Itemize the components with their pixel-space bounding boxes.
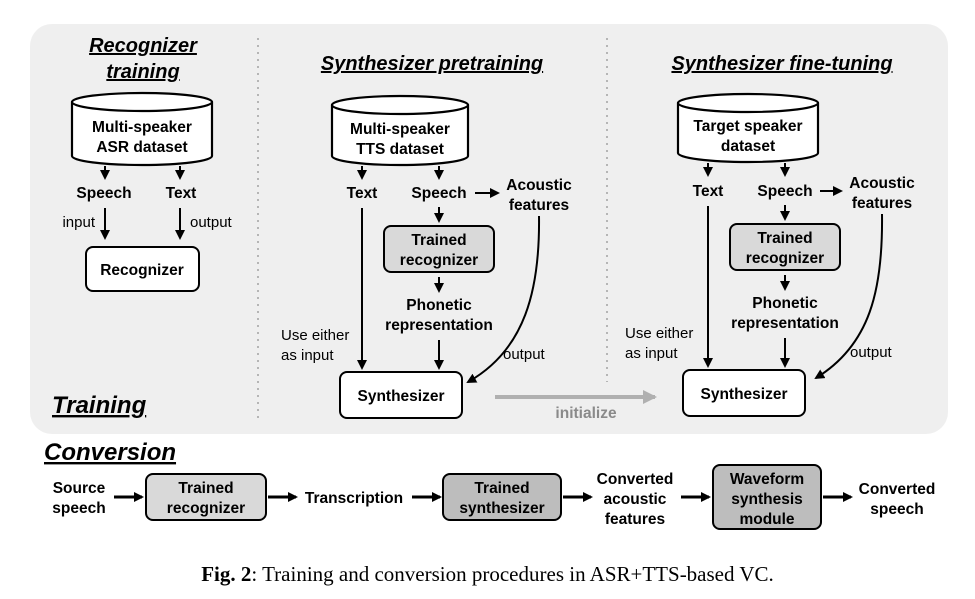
converted-acoustic-label-1: Converted (597, 471, 674, 488)
recognizer-training-section: Recognizer training Multi-speaker ASR da… (62, 35, 233, 292)
conv-trained-synthesizer-box (442, 473, 562, 521)
asr-dataset-label-1: Multi-speaker (92, 119, 192, 136)
asr-dataset-label-2: ASR dataset (96, 139, 187, 156)
pre-phonetic-label-1: Phonetic (406, 297, 472, 314)
ft-trained-rec-label-2: recognizer (746, 250, 824, 267)
tts-dataset-cylinder (330, 94, 470, 167)
recognizer-box-label: Recognizer (100, 262, 184, 279)
recognizer-training-title-2: training (106, 61, 179, 83)
converted-acoustic-label-2: acoustic (604, 491, 667, 508)
pre-synthesizer-box (339, 371, 463, 419)
asr-dataset-cylinder (70, 91, 214, 167)
ft-phonetic-label-1: Phonetic (752, 295, 818, 312)
ft-trained-recognizer-box (729, 223, 841, 271)
synth-pretraining-section: Synthesizer pretraining Multi-speaker TT… (281, 53, 572, 419)
waveform-label-1: Waveform (730, 471, 804, 488)
target-dataset-label-1: Target speaker (693, 118, 802, 135)
target-dataset-label-2: dataset (721, 138, 775, 155)
synth-pretraining-title: Synthesizer pretraining (321, 53, 543, 75)
ft-acoustic-label-1: Acoustic (849, 175, 915, 192)
converted-speech-label-1: Converted (859, 481, 936, 498)
ft-use-either-1: Use either (625, 325, 693, 342)
figure-caption-label: Fig. 2 (201, 562, 252, 586)
synth-finetuning-title: Synthesizer fine-tuning (671, 53, 892, 75)
tts-dataset-label-2: TTS dataset (356, 141, 444, 158)
ft-trained-rec-label-1: Trained (757, 230, 812, 247)
arrow-acoustic-to-synthesizer (466, 215, 541, 383)
tts-dataset-label-1: Multi-speaker (350, 121, 450, 138)
converted-speech-label-2: speech (870, 501, 923, 518)
ft-acoustic-label-2: features (852, 195, 912, 212)
pre-use-either-1: Use either (281, 327, 349, 344)
conv-trained-syn-label-1: Trained (474, 480, 529, 497)
ft-synthesizer-label: Synthesizer (700, 386, 787, 403)
source-speech-label-1: Source (53, 480, 106, 497)
ft-arrow-acoustic-to-synthesizer (814, 213, 884, 380)
target-dataset-cylinder (676, 92, 820, 164)
converted-acoustic-label-3: features (605, 511, 665, 528)
pre-trained-rec-label-1: Trained (411, 232, 466, 249)
ft-output-label: output (850, 344, 893, 361)
recognizer-training-title-1: Recognizer (89, 35, 198, 57)
conversion-section: Conversion Source speech Trained recogni… (44, 439, 936, 530)
conv-trained-recognizer-box (145, 473, 267, 521)
pre-phonetic-label-2: representation (385, 317, 493, 334)
conv-trained-rec-label-2: recognizer (167, 500, 245, 517)
figure-caption: Fig. 2: Training and conversion procedur… (0, 562, 975, 587)
pre-trained-recognizer-box (383, 225, 495, 273)
waveform-synthesis-box (712, 464, 822, 530)
waveform-label-3: module (739, 511, 794, 528)
pre-trained-rec-label-2: recognizer (400, 252, 478, 269)
pre-speech-label: Speech (411, 185, 466, 202)
source-speech-label-2: speech (52, 500, 105, 517)
ft-synthesizer-box (682, 369, 806, 417)
initialize-label: initialize (555, 405, 617, 422)
waveform-label-2: synthesis (731, 491, 803, 508)
training-title: Training (52, 392, 147, 419)
pre-acoustic-label-2: features (509, 197, 569, 214)
pre-acoustic-label-1: Acoustic (506, 177, 572, 194)
conv-trained-syn-label-2: synthesizer (459, 500, 544, 517)
ft-text-label: Text (693, 183, 724, 200)
ft-speech-label: Speech (757, 183, 812, 200)
rec-input-label: input (62, 214, 95, 231)
pre-synthesizer-label: Synthesizer (357, 388, 444, 405)
rec-output-label: output (190, 214, 233, 231)
pre-use-either-2: as input (281, 347, 334, 364)
conv-trained-rec-label-1: Trained (178, 480, 233, 497)
rec-text-label: Text (166, 185, 197, 202)
rec-speech-label: Speech (76, 185, 131, 202)
ft-use-either-2: as input (625, 345, 678, 362)
pre-output-label: output (503, 346, 546, 363)
transcription-label: Transcription (305, 490, 403, 507)
ft-phonetic-label-2: representation (731, 315, 839, 332)
synth-finetuning-section: Synthesizer fine-tuning Target speaker d… (625, 53, 915, 417)
recognizer-box (85, 246, 200, 292)
figure-caption-text: : Training and conversion procedures in … (251, 562, 774, 586)
pre-text-label: Text (347, 185, 378, 202)
conversion-title: Conversion (44, 439, 176, 466)
